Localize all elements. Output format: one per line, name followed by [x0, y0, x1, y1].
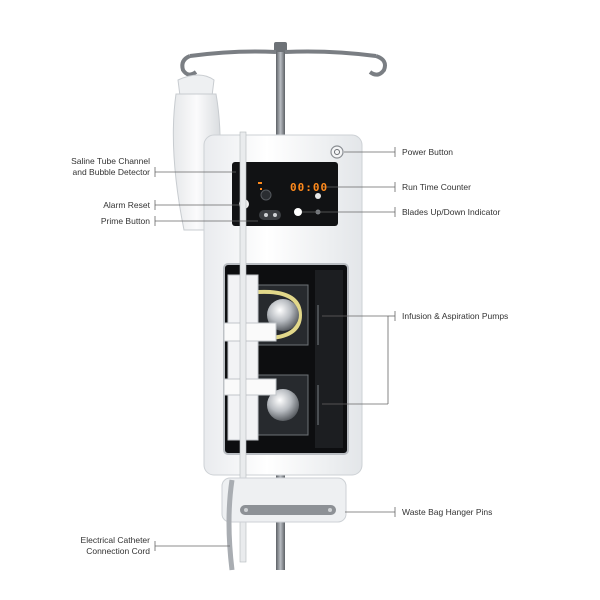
waste-bag-hanger-bar [240, 505, 336, 515]
run-time-display: 00:00 [290, 181, 329, 194]
control-panel [232, 162, 338, 226]
power-button-knob[interactable] [330, 145, 344, 159]
saline-tube [239, 131, 247, 563]
catheter-cord [226, 479, 235, 571]
aspiration-pump-rotor [267, 389, 299, 421]
label-infusion-pumps: Infusion & Aspiration Pumps [402, 311, 509, 321]
prime-button-knob[interactable] [259, 210, 281, 220]
blades-indicator-light [294, 208, 302, 216]
label-prime-button: Prime Button [100, 216, 150, 226]
label-electrical-catheter-cord: Electrical Catheter Connection Cord [80, 535, 150, 556]
label-saline-tube-channel: Saline Tube Channel and Bubble Detector [71, 156, 150, 177]
label-waste-bag-pins: Waste Bag Hanger Pins [402, 507, 493, 517]
leader-lines [154, 147, 396, 551]
label-run-time-counter: Run Time Counter [402, 182, 471, 192]
label-power-button: Power Button [402, 147, 454, 157]
pump-console [203, 131, 363, 571]
label-alarm-reset: Alarm Reset [103, 200, 150, 210]
label-blades-indicator: Blades Up/Down Indicator [402, 207, 501, 217]
